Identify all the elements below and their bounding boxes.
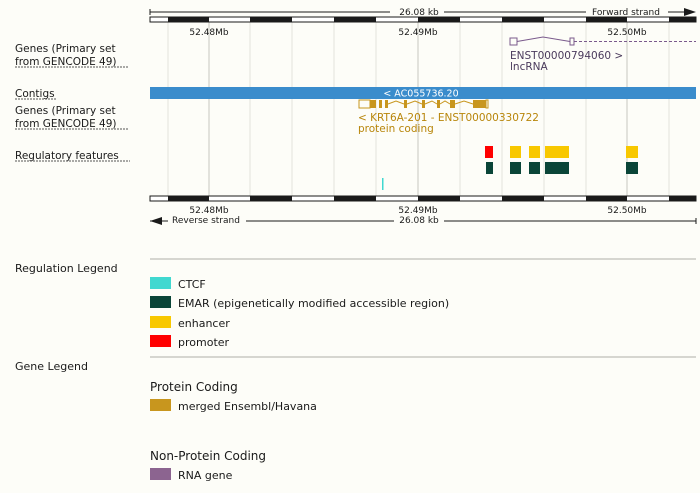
bottom-scale-bar xyxy=(149,195,697,202)
top-ruler-length: 26.08 kb xyxy=(399,8,439,18)
regulation-legend-title: Regulation Legend xyxy=(15,262,118,275)
enhancer-feature-1[interactable] xyxy=(510,146,521,158)
enhancer-feature-2[interactable] xyxy=(529,146,540,158)
emar-feature-2[interactable] xyxy=(510,162,521,174)
promoter-swatch xyxy=(150,335,171,347)
regulatory-label: Regulatory features xyxy=(15,150,119,162)
bottom-ruler: Reverse strand 26.08 kb xyxy=(150,216,697,226)
track-label-contigs[interactable]: Contigs xyxy=(15,88,57,100)
tick-label-bottom-1: 52.48Mb xyxy=(189,206,229,216)
protein-coding-heading: Protein Coding xyxy=(150,380,238,394)
tick-label-top-1: 52.48Mb xyxy=(189,28,229,38)
ctcf-swatch xyxy=(150,277,171,289)
coding-transcript[interactable]: < KRT6A-201 - ENST00000330722 protein co… xyxy=(358,99,539,135)
regulation-legend: CTCF EMAR (epigenetically modified acces… xyxy=(150,277,449,349)
contigs-label: Contigs xyxy=(15,88,55,100)
top-ruler: 26.08 kb Forward strand xyxy=(149,8,696,18)
protein-coding-swatch xyxy=(150,399,171,411)
track-label-genes-forward[interactable]: Genes (Primary set from GENCODE 49) xyxy=(15,43,128,68)
emar-feature-1[interactable] xyxy=(486,162,493,174)
promoter-feature[interactable] xyxy=(485,146,493,158)
tick-label-top-3: 52.50Mb xyxy=(607,28,647,38)
emar-swatch xyxy=(150,296,171,308)
gene-legend-title: Gene Legend xyxy=(15,360,88,373)
coding-name: < KRT6A-201 - ENST00000330722 xyxy=(358,112,539,124)
lncrna-transcript[interactable]: ENST00000794060 > lncRNA xyxy=(509,36,696,73)
enhancer-feature-4[interactable] xyxy=(626,146,638,158)
lncrna-name: ENST00000794060 > xyxy=(510,50,623,62)
bottom-strand-label: Reverse strand xyxy=(172,216,240,226)
lncrna-type: lncRNA xyxy=(510,61,548,73)
regulatory-features xyxy=(382,146,638,190)
grid-lines xyxy=(167,22,670,196)
top-scale-bar xyxy=(149,16,697,23)
track-label-genes-reverse[interactable]: Genes (Primary set from GENCODE 49) xyxy=(15,105,128,130)
contig-bar[interactable]: < AC055736.20 xyxy=(150,87,696,100)
emar-feature-4[interactable] xyxy=(545,162,569,174)
tick-label-top-2: 52.49Mb xyxy=(398,28,438,38)
track-label-regulatory[interactable]: Regulatory features xyxy=(15,150,130,162)
rna-gene-swatch xyxy=(150,468,171,480)
protein-coding-label: merged Ensembl/Havana xyxy=(178,400,317,413)
emar-feature-5[interactable] xyxy=(626,162,638,174)
gene-legend: Protein Coding merged Ensembl/Havana Non… xyxy=(150,380,317,482)
top-strand-label: Forward strand xyxy=(592,8,660,18)
genes-forward-label-line2: from GENCODE 49) xyxy=(15,56,117,68)
bottom-ruler-length: 26.08 kb xyxy=(399,216,439,226)
enhancer-swatch xyxy=(150,316,171,328)
genes-forward-label-line1: Genes (Primary set xyxy=(15,43,116,55)
emar-feature-3[interactable] xyxy=(529,162,540,174)
tick-label-bottom-3: 52.50Mb xyxy=(607,206,647,216)
genes-reverse-label-line2: from GENCODE 49) xyxy=(15,118,117,130)
coding-type: protein coding xyxy=(358,123,434,135)
rna-gene-label: RNA gene xyxy=(178,469,233,482)
forward-arrow-icon xyxy=(684,8,696,16)
legend-ctcf-label: CTCF xyxy=(178,278,206,291)
ctcf-feature[interactable] xyxy=(382,178,384,190)
contig-name: < AC055736.20 xyxy=(383,89,458,100)
nonprotein-coding-heading: Non-Protein Coding xyxy=(150,449,266,463)
legend-enhancer-label: enhancer xyxy=(178,317,230,330)
genes-reverse-label-line1: Genes (Primary set xyxy=(15,105,116,117)
enhancer-feature-3[interactable] xyxy=(545,146,569,158)
legend-promoter-label: promoter xyxy=(178,336,230,349)
legend-emar-label: EMAR (epigenetically modified accessible… xyxy=(178,297,449,310)
tick-label-bottom-2: 52.49Mb xyxy=(398,206,438,216)
